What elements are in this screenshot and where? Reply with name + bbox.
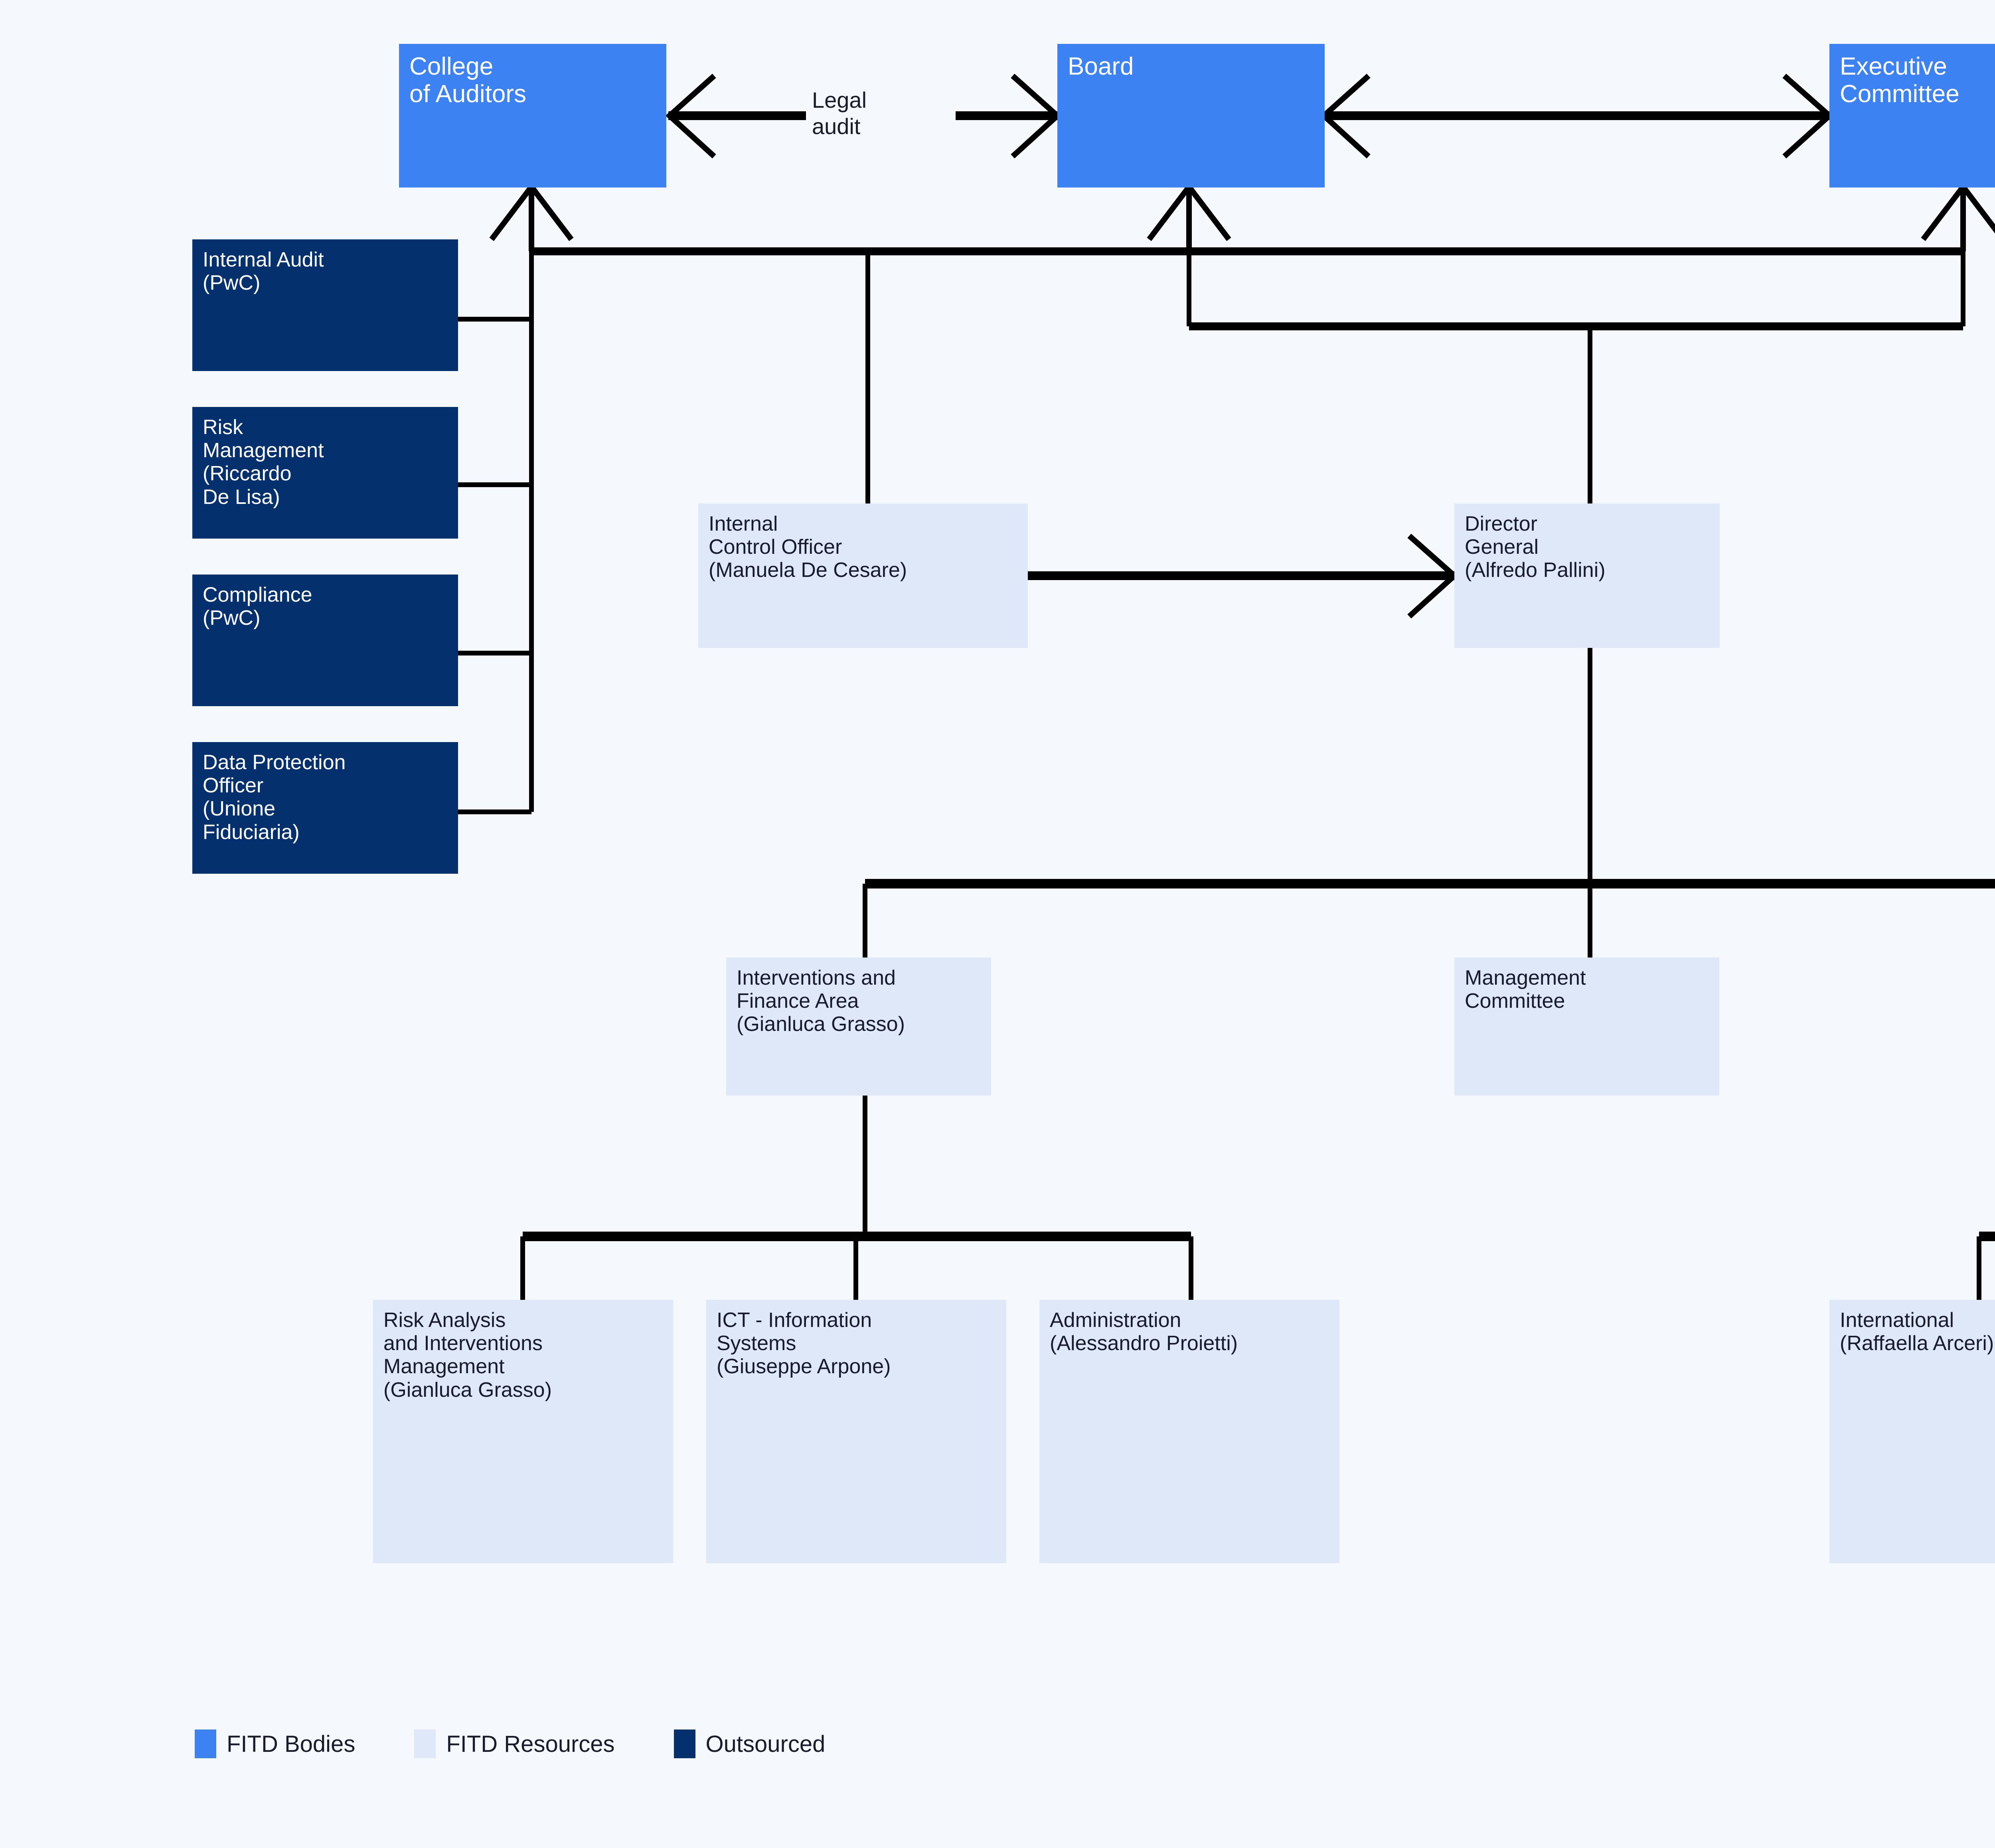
- legend-swatch-fitd-resources: [414, 1730, 436, 1758]
- node-administration[interactable]: Administration (Alessandro Proietti): [1039, 1300, 1339, 1563]
- legend-item-outsourced: Outsourced: [674, 1730, 826, 1758]
- legend-label-fitd-bodies: FITD Bodies: [227, 1731, 356, 1757]
- legend-swatch-outsourced: [674, 1730, 695, 1758]
- legend-label-outsourced: Outsourced: [705, 1731, 826, 1757]
- node-interventions-finance-area[interactable]: Interventions and Finance Area (Gianluca…: [726, 958, 991, 1096]
- node-internal-control-officer[interactable]: Internal Control Officer (Manuela De Ces…: [698, 503, 1028, 648]
- arrowhead-into-board-bottom: [1147, 182, 1231, 241]
- arrowhead-into-exec-bottom: [1921, 182, 1995, 241]
- node-risk-management[interactable]: Risk Management (Riccardo De Lisa): [192, 407, 458, 539]
- legend: FITD Bodies FITD Resources Outsourced: [195, 1730, 884, 1758]
- node-ict-information-systems[interactable]: ICT - Information Systems (Giuseppe Arpo…: [706, 1300, 1006, 1563]
- node-international[interactable]: International (Raffaella Arceri): [1829, 1300, 1995, 1563]
- legend-item-fitd-resources: FITD Resources: [414, 1730, 615, 1758]
- node-internal-audit[interactable]: Internal Audit (PwC): [192, 239, 458, 371]
- node-executive-committee[interactable]: Executive Committee: [1829, 44, 1995, 188]
- arrowhead-into-board-left: [1011, 73, 1062, 159]
- edge-label-legal-audit: Legal audit: [812, 87, 867, 139]
- node-management-committee[interactable]: Management Committee: [1454, 958, 1719, 1096]
- arrowhead-into-board-right: [1319, 73, 1371, 159]
- node-risk-analysis-interventions-management[interactable]: Risk Analysis and Interventions Manageme…: [373, 1300, 673, 1563]
- arrowhead-into-exec: [1782, 73, 1834, 159]
- legend-item-fitd-bodies: FITD Bodies: [195, 1730, 355, 1758]
- arrowhead-into-college: [665, 73, 716, 159]
- node-data-protection-officer[interactable]: Data Protection Officer (Unione Fiduciar…: [192, 742, 458, 874]
- arrowhead-into-college-bottom: [489, 182, 574, 241]
- arrowhead-into-director-general: [1407, 533, 1459, 619]
- node-compliance[interactable]: Compliance (PwC): [192, 575, 458, 706]
- legend-label-fitd-resources: FITD Resources: [446, 1731, 615, 1757]
- node-college-of-auditors[interactable]: College of Auditors: [399, 44, 666, 188]
- node-board[interactable]: Board: [1057, 44, 1325, 188]
- node-director-general[interactable]: Director General (Alfredo Pallini): [1454, 503, 1720, 648]
- legend-swatch-fitd-bodies: [195, 1730, 216, 1758]
